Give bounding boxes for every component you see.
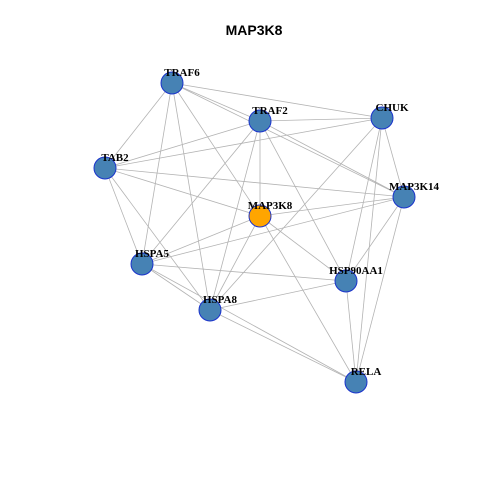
edge-traf2-chuk [259, 117, 383, 122]
edge-chuk-tab2 [104, 117, 383, 169]
edge-traf2-hspa8 [209, 120, 261, 311]
edge-hspa5-rela [141, 263, 357, 383]
edge-map3k8-hspa8 [209, 215, 261, 311]
node-hspa8[interactable] [198, 298, 222, 322]
node-label-hspa5: HSPA5 [135, 248, 170, 260]
edge-hspa5-hsp90aa1 [141, 263, 347, 282]
edge-tab2-map3k8 [104, 167, 261, 217]
node-label-traf6: TRAF6 [164, 67, 200, 79]
node-label-map3k8: MAP3K8 [248, 200, 293, 212]
node-label-chuk: CHUK [376, 102, 409, 114]
node-traf2[interactable] [248, 109, 272, 133]
edge-traf2-tab2 [104, 120, 261, 169]
node-label-traf2: TRAF2 [252, 105, 288, 117]
edge-traf2-hspa5 [141, 120, 261, 265]
node-map3k8[interactable] [248, 204, 272, 228]
graph-title: MAP3K8 [226, 22, 283, 38]
node-label-hspa8: HSPA8 [203, 294, 238, 306]
edge-hspa5-hspa8 [141, 263, 211, 311]
edge-map3k14-hspa5 [141, 196, 405, 265]
edge-traf2-map3k14 [259, 120, 405, 198]
node-label-map3k14: MAP3K14 [389, 181, 440, 193]
node-label-hsp90aa1: HSP90AA1 [329, 265, 383, 277]
edge-map3k8-rela [259, 215, 357, 383]
edge-tab2-hspa8 [104, 167, 211, 311]
edge-hspa8-hsp90aa1 [209, 280, 347, 311]
edge-hspa8-rela [209, 309, 357, 383]
edge-tab2-map3k14 [104, 167, 405, 198]
node-hsp90aa1[interactable] [334, 269, 358, 293]
node-hspa5[interactable] [130, 252, 154, 276]
edge-map3k14-rela [355, 196, 405, 383]
edge-layer [104, 82, 405, 383]
edge-traf6-hspa5 [141, 82, 173, 265]
node-label-tab2: TAB2 [101, 152, 129, 164]
node-tab2[interactable] [93, 156, 117, 180]
edge-chuk-hsp90aa1 [345, 117, 383, 282]
edge-map3k14-hsp90aa1 [345, 196, 405, 282]
edge-map3k8-hsp90aa1 [259, 215, 347, 282]
edge-traf6-map3k14 [171, 82, 405, 198]
node-traf6[interactable] [160, 71, 184, 95]
edge-traf2-hsp90aa1 [259, 120, 347, 282]
edge-chuk-map3k14 [381, 117, 405, 198]
node-label-rela: RELA [351, 366, 382, 378]
edge-map3k14-map3k8 [259, 196, 405, 217]
edge-hsp90aa1-rela [345, 280, 357, 383]
edge-traf6-traf2 [171, 82, 261, 122]
edge-chuk-rela [355, 117, 383, 383]
edge-tab2-hspa5 [104, 167, 143, 265]
edge-traf6-map3k8 [171, 82, 261, 217]
edge-chuk-hspa8 [209, 117, 383, 311]
edge-traf6-chuk [171, 82, 383, 119]
node-layer [93, 71, 416, 394]
edge-traf6-tab2 [104, 82, 173, 169]
edge-traf6-hspa8 [171, 82, 211, 311]
node-chuk[interactable] [370, 106, 394, 130]
node-rela[interactable] [344, 370, 368, 394]
edge-map3k8-hspa5 [141, 215, 261, 265]
node-map3k14[interactable] [392, 185, 416, 209]
